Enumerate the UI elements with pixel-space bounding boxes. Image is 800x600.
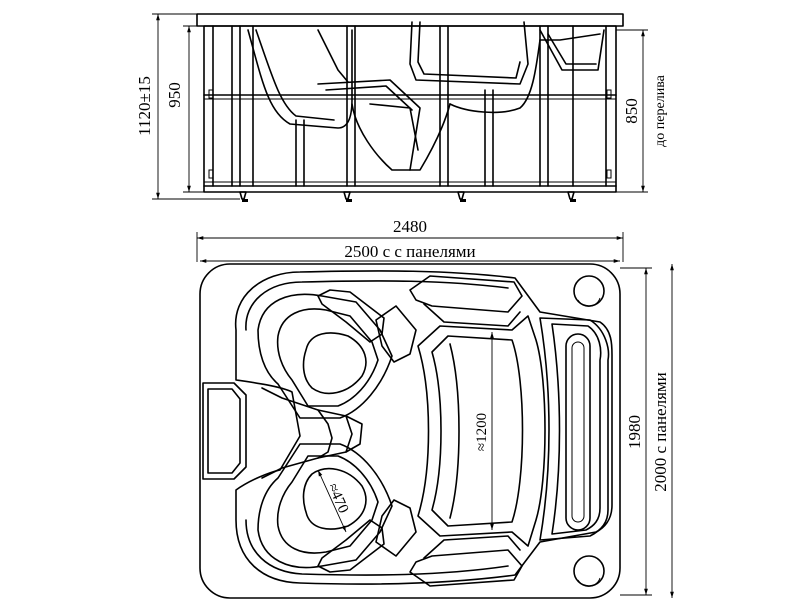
side-feet (239, 191, 576, 202)
dim-overflow-note: до перелива (653, 74, 668, 146)
dim-seat: ≈470 (317, 469, 351, 533)
dim-lounger: ≈1200 (474, 332, 494, 530)
dim-total-height-label: 1120±15 (135, 76, 154, 136)
dim-width-panels-label: 2000 с панелями (651, 372, 670, 492)
tub-basin (234, 270, 613, 585)
corner-fittings (573, 275, 605, 587)
seat-divider (261, 387, 363, 479)
side-frame (203, 25, 617, 193)
top-view: 2480 2500 с с панелями (196, 217, 674, 599)
headrest-bottom (317, 499, 523, 587)
headrest-top (317, 275, 523, 363)
dim-overflow: 850 до перелива (616, 29, 668, 193)
skimmer-panel (202, 382, 247, 480)
dim-length: 2480 (196, 217, 624, 262)
lounge-right (539, 317, 610, 541)
dim-lounger-label: ≈1200 (474, 413, 490, 451)
dim-overflow-label: 850 (622, 98, 641, 124)
dim-length-panels: 2500 с с панелями (200, 242, 620, 263)
lounger (417, 315, 546, 547)
side-rim (196, 13, 624, 27)
dim-total-height: 1120±15 (135, 13, 240, 200)
dim-width-panels: 2000 с панелями (651, 264, 674, 598)
dim-seat-label: ≈470 (324, 481, 351, 516)
side-posts (212, 25, 607, 187)
dim-length-label: 2480 (393, 217, 427, 236)
dim-width: 1980 (620, 267, 652, 596)
top-rim (199, 263, 621, 599)
dim-length-panels-label: 2500 с с панелями (344, 242, 475, 261)
seat-top-left (257, 293, 393, 419)
dim-height: 950 (165, 25, 204, 193)
side-tub-shell (247, 21, 605, 171)
seat-bottom-left (257, 443, 393, 569)
dim-height-label: 950 (165, 82, 184, 108)
side-view: 1120±15 950 850 до перелива (135, 13, 668, 202)
dim-width-label: 1980 (625, 415, 644, 449)
